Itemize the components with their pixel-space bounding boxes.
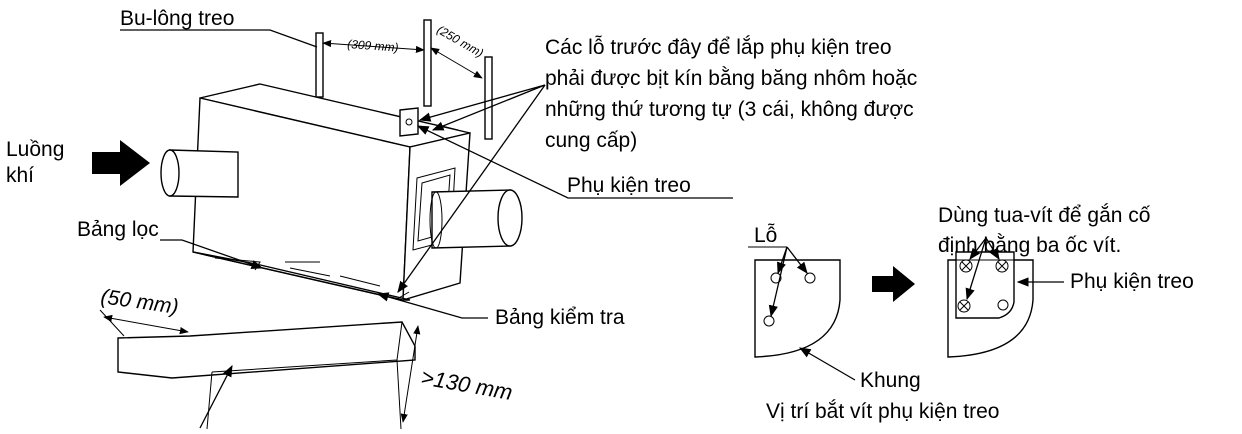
hanging-bolt-3 (484, 56, 493, 140)
open-hole (997, 299, 1009, 311)
dimension-lines (99, 39, 483, 423)
hanging-bolt-2 (423, 19, 432, 107)
hole-1 (770, 272, 782, 284)
note-previous-holes: Các lỗ trước đây để lắp phụ kiện treo ph… (545, 36, 917, 152)
dim-service-clearance: >130 mm (419, 364, 514, 405)
screw-icon (957, 299, 971, 313)
detail-before (748, 246, 856, 381)
label-hole: Lỗ (754, 224, 777, 247)
label-frame: Khung (860, 369, 921, 392)
dim-bolt-spacing: (309 mm) (347, 37, 399, 55)
note-screwdriver-line-2: định bằng ba ốc vít. (938, 234, 1121, 257)
detail-caption: Vị trí bắt vít phụ kiện treo (766, 400, 999, 423)
note-line-2: phải được bịt kín bằng băng nhôm hoặc (545, 67, 917, 90)
outlet-duct (429, 189, 523, 249)
detail-after (947, 237, 1064, 358)
hole-2 (804, 272, 816, 284)
bracket-plate (955, 251, 1015, 319)
label-hanging-bracket: Phụ kiện treo (567, 174, 691, 197)
hanging-bracket (399, 107, 459, 137)
label-hanging-bracket-detail: Phụ kiện treo (1070, 270, 1194, 293)
label-inspection-panel: Bảng kiểm tra (495, 306, 625, 329)
label-filter: Bảng lọc (77, 218, 159, 241)
screw-icon (995, 259, 1009, 273)
note-line-3: những thứ tương tự (3 cái, không được (545, 98, 914, 121)
dim-side-clearance: (50 mm) (99, 285, 180, 319)
label-airflow-line-1: Luồng (6, 138, 64, 161)
hanging-bolts (315, 19, 493, 140)
inlet-duct (160, 149, 239, 198)
ventilation-unit (192, 83, 471, 301)
transition-arrow-icon (872, 266, 915, 302)
frame-before (754, 259, 841, 358)
note-screwdriver-line-1: Dùng tua-vít để gắn cố (938, 204, 1151, 227)
hanging-bolt-1 (315, 32, 324, 98)
leader-lines (120, 29, 733, 319)
ceiling-opening (117, 321, 416, 430)
airflow-arrow-icon (92, 140, 150, 186)
label-hanging-bolt: Bu-lông treo (120, 7, 234, 30)
label-airflow-line-2: khí (6, 164, 34, 187)
note-line-4: cung cấp) (545, 129, 637, 152)
screw-icon (959, 259, 973, 273)
note-line-1: Các lỗ trước đây để lắp phụ kiện treo (545, 36, 892, 59)
